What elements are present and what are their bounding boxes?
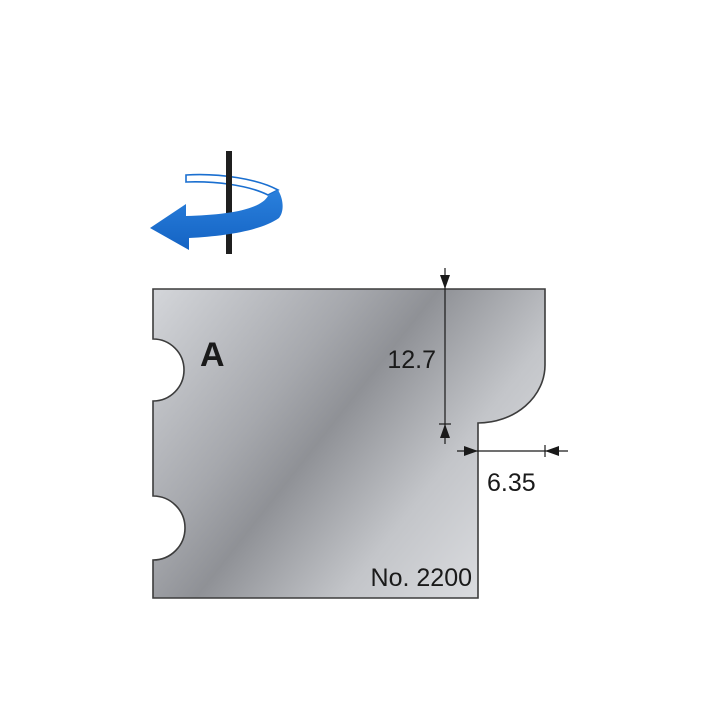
rotation-direction-indicator [150, 151, 283, 254]
arrow-down-icon [440, 275, 450, 289]
rotation-arrow-back-ribbon-icon [185, 173, 280, 196]
dimension-step-width: 6.35 [457, 445, 568, 497]
dimension-value-12-7: 12.7 [387, 346, 436, 374]
arrow-up-icon [440, 424, 450, 438]
dimension-value-6-35: 6.35 [487, 469, 536, 497]
arrow-left-icon [545, 446, 559, 456]
rotation-arrow-icon [150, 190, 283, 250]
spindle-icon [226, 151, 232, 254]
knife-outline [152, 288, 546, 599]
knife-blank: A No. 2200 [152, 288, 546, 599]
knife-side-label: A [200, 336, 225, 374]
arrow-right-icon [464, 446, 478, 456]
part-number: No. 2200 [371, 564, 472, 592]
dimension-profile-depth: 12.7 [387, 268, 451, 444]
